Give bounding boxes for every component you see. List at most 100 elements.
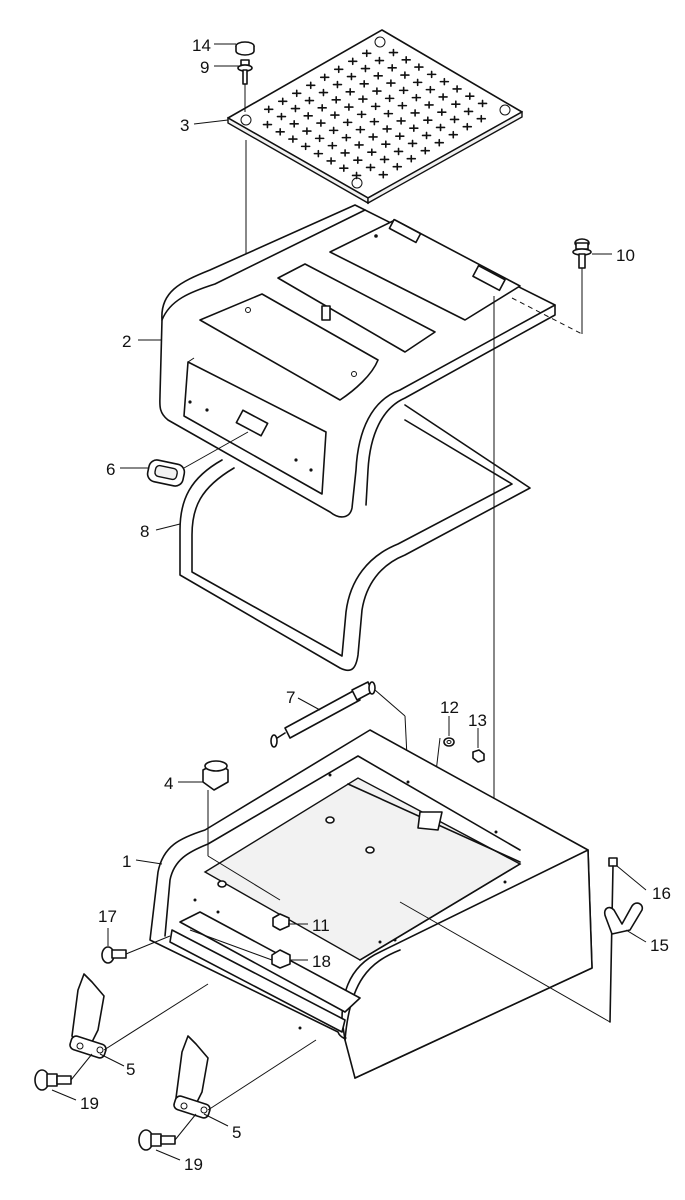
latch-part-5-left bbox=[69, 973, 107, 1059]
cap-nut-part-14 bbox=[235, 41, 255, 56]
perforation bbox=[462, 122, 473, 131]
callout-19-lower: 19 bbox=[184, 1155, 203, 1174]
perforation bbox=[465, 92, 475, 100]
perforation bbox=[463, 107, 474, 116]
callout-8: 8 bbox=[140, 522, 149, 541]
perforation bbox=[476, 114, 487, 123]
callout-11: 11 bbox=[312, 916, 330, 935]
bolt-part-10 bbox=[572, 238, 592, 269]
perforation bbox=[384, 94, 395, 103]
perforation bbox=[319, 73, 330, 82]
perforation bbox=[370, 102, 381, 111]
perforation bbox=[361, 49, 372, 58]
perforation bbox=[342, 118, 353, 127]
latch-part-5-right bbox=[173, 1035, 211, 1119]
perforation bbox=[276, 112, 287, 121]
perforation bbox=[378, 170, 389, 179]
perforation bbox=[411, 93, 422, 102]
perforation bbox=[367, 148, 377, 156]
perforation bbox=[435, 123, 446, 132]
perforation bbox=[288, 135, 298, 143]
callout-17: 17 bbox=[98, 907, 117, 926]
perforation bbox=[374, 56, 385, 65]
perforation bbox=[360, 64, 371, 73]
perforation bbox=[316, 119, 326, 127]
plate-perforations bbox=[262, 48, 488, 180]
perforated-top-plate bbox=[227, 29, 523, 205]
perforation bbox=[314, 134, 325, 143]
perforation bbox=[326, 157, 336, 165]
perforation bbox=[355, 125, 366, 134]
perforation bbox=[434, 138, 445, 147]
perforation bbox=[426, 70, 437, 79]
tube-frame-part-8 bbox=[179, 404, 531, 672]
clip-part-15 bbox=[603, 902, 644, 935]
perforation bbox=[262, 120, 273, 129]
perforation bbox=[379, 155, 390, 164]
perforation bbox=[344, 103, 354, 111]
perforation bbox=[340, 149, 350, 157]
perforation bbox=[365, 163, 376, 172]
perforation bbox=[452, 85, 462, 93]
perforation bbox=[425, 85, 436, 94]
callout-7: 7 bbox=[286, 688, 295, 707]
callout-15: 15 bbox=[650, 936, 669, 955]
perforation bbox=[381, 140, 391, 148]
perforation bbox=[401, 56, 411, 64]
bolt-part-19-left bbox=[34, 1069, 72, 1091]
perforation bbox=[414, 63, 424, 71]
perforation bbox=[451, 100, 461, 108]
bolt-part-17 bbox=[101, 946, 127, 964]
perforation bbox=[346, 72, 357, 81]
perforation bbox=[313, 149, 324, 158]
perforation bbox=[439, 77, 450, 86]
bolt-part-9 bbox=[237, 59, 253, 85]
perforation bbox=[373, 72, 383, 80]
perforation bbox=[330, 111, 340, 119]
perforation bbox=[354, 141, 364, 149]
nut-part-18 bbox=[271, 949, 291, 969]
bolt-part-19-right bbox=[138, 1129, 176, 1151]
perforation bbox=[397, 101, 408, 110]
perforation bbox=[387, 64, 397, 72]
callout-5-lower: 5 bbox=[232, 1123, 241, 1142]
pin-part-4 bbox=[202, 760, 229, 791]
perforation bbox=[331, 96, 341, 104]
callout-4: 4 bbox=[164, 774, 173, 793]
perforation bbox=[347, 57, 358, 66]
perforation bbox=[332, 80, 343, 89]
callout-6: 6 bbox=[106, 460, 115, 479]
grommet-part-6 bbox=[146, 459, 186, 487]
perforation bbox=[277, 97, 288, 106]
callout-13: 13 bbox=[468, 711, 487, 730]
perforation bbox=[353, 156, 363, 164]
perforation bbox=[275, 128, 285, 136]
perforation bbox=[400, 71, 410, 79]
callout-10: 10 bbox=[616, 246, 635, 265]
callout-3: 3 bbox=[180, 116, 189, 135]
gas-strut-part-7 bbox=[270, 681, 376, 748]
perforation bbox=[409, 124, 419, 132]
callout-9: 9 bbox=[200, 58, 209, 77]
perforation bbox=[333, 65, 344, 74]
perforation bbox=[339, 164, 349, 172]
nut-part-13 bbox=[472, 749, 485, 763]
perforation bbox=[372, 87, 382, 95]
upper-cover-part-2 bbox=[159, 204, 556, 518]
perforation bbox=[358, 95, 368, 103]
perforation bbox=[305, 81, 316, 90]
perforation bbox=[412, 78, 423, 87]
perforation bbox=[448, 130, 459, 139]
perforation bbox=[420, 146, 431, 155]
perforation bbox=[351, 171, 362, 180]
perforation bbox=[303, 112, 313, 120]
perforation bbox=[291, 89, 302, 98]
perforation bbox=[327, 141, 338, 150]
perforation bbox=[407, 139, 418, 148]
perforation bbox=[406, 154, 417, 163]
perforation bbox=[263, 105, 274, 114]
perforation bbox=[300, 142, 311, 151]
callout-1: 1 bbox=[122, 852, 131, 871]
perforation bbox=[302, 127, 312, 135]
perforation bbox=[388, 48, 399, 57]
